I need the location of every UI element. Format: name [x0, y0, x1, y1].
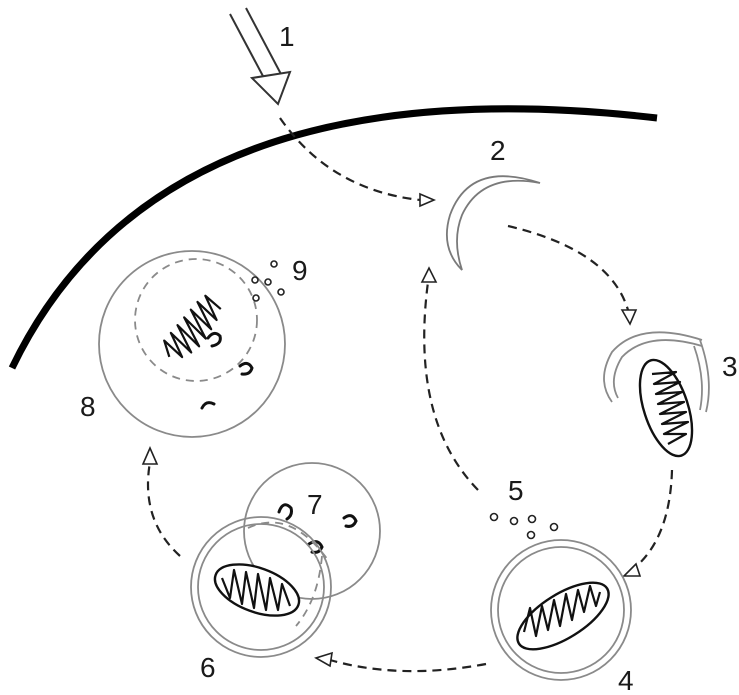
phagophore: [447, 176, 540, 270]
arrowhead-1-to-2: [420, 194, 434, 206]
label-7: 7: [307, 489, 323, 520]
label-3: 3: [722, 351, 738, 382]
flow-arrow-4-to-6: [330, 660, 486, 671]
degradation-products: [252, 261, 284, 301]
cell-membrane: [12, 109, 657, 368]
flow-arrow-3-to-4: [632, 470, 672, 570]
label-1: 1: [279, 21, 295, 52]
flow-arrow-6-to-8: [148, 462, 180, 556]
fusing-autophagosome: [191, 517, 331, 657]
engulfing-mitochondrion: [604, 332, 709, 462]
label-2: 2: [490, 135, 506, 166]
flow-arrow-5-to-2: [424, 282, 478, 490]
label-9: 9: [292, 255, 308, 286]
label-4: 4: [618, 665, 634, 695]
arrowhead-3-to-4: [624, 564, 640, 576]
released-particles: [491, 514, 558, 539]
arrowhead-4-to-6: [316, 653, 332, 666]
label-5: 5: [508, 475, 524, 506]
arrowhead-2-to-3: [622, 310, 636, 324]
arrowhead-6-to-8: [143, 448, 157, 464]
arrowhead-5-to-2: [422, 268, 436, 282]
label-6: 6: [200, 652, 216, 683]
autophagosome: [491, 540, 631, 680]
label-8: 8: [80, 391, 96, 422]
flow-arrow-2-to-3: [508, 226, 628, 310]
